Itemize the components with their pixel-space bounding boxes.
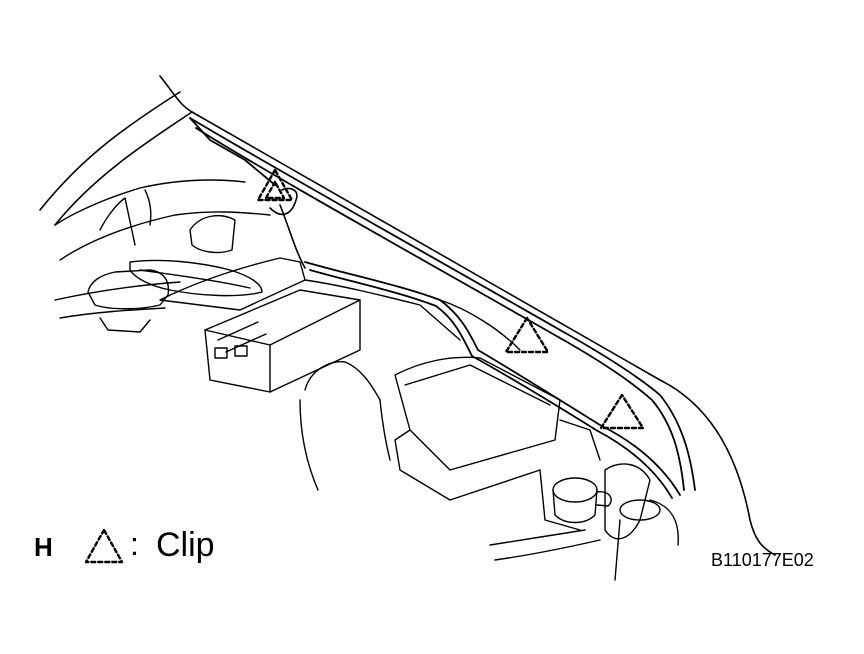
legend-key: H: [34, 532, 53, 562]
lower-components: [299, 299, 679, 581]
legend-label: Clip: [156, 526, 215, 564]
clip-strands: [269, 187, 306, 269]
clip-symbol-2: [504, 316, 550, 354]
dashed-triangle-icon: [84, 528, 124, 564]
clip-symbol-1: [256, 168, 294, 202]
hood-seal: [189, 117, 696, 499]
figure-code: B110177E02: [711, 550, 814, 570]
left-structures: [54, 179, 271, 333]
clip-symbol-3: [599, 393, 645, 430]
legend-separator: :: [130, 526, 139, 562]
hood-outline: [39, 75, 776, 556]
center-components: [159, 257, 461, 393]
